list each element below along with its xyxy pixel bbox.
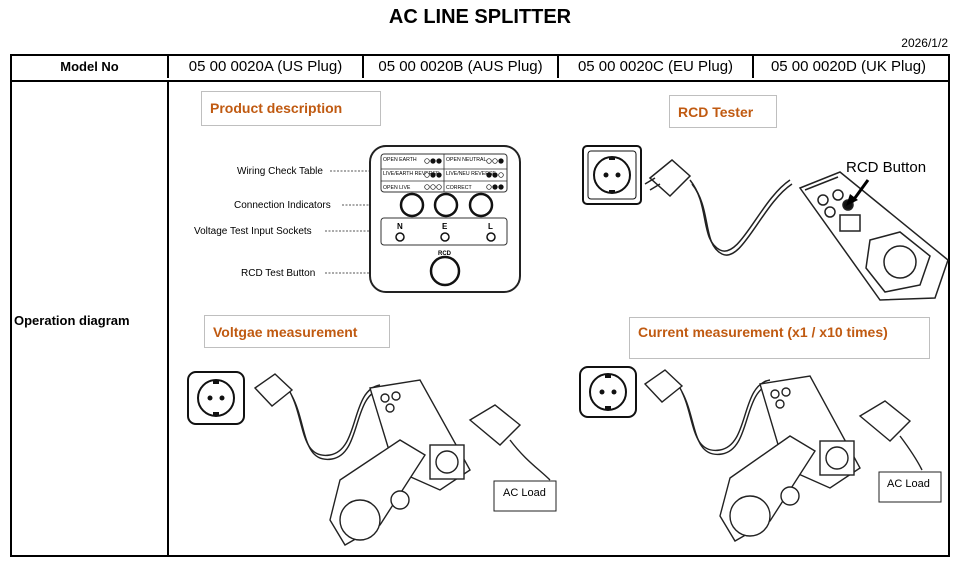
socket-n-label: N xyxy=(397,222,403,231)
voltage-ac-load-box xyxy=(493,480,557,512)
current-ac-load-box xyxy=(878,471,942,503)
column-divider xyxy=(167,80,169,557)
voltage-measurement-title: Voltgae measurement xyxy=(204,315,390,348)
socket-l-label: L xyxy=(488,222,493,231)
document-title: AC LINE SPLITTER xyxy=(388,6,572,28)
rcd-button-callout: RCD Button xyxy=(846,159,926,176)
rcd-arrow-head xyxy=(846,194,858,206)
rcd-tester-title: RCD Tester xyxy=(669,95,777,128)
panel-correct: CORRECT xyxy=(446,185,472,191)
model-us-plug: 05 00 0020A (US Plug) xyxy=(169,56,364,78)
current-socket-icon xyxy=(579,366,637,418)
current-measurement-drawing xyxy=(643,369,923,542)
voltage-measurement-drawing xyxy=(253,373,551,546)
model-uk-plug: 05 00 0020D (UK Plug) xyxy=(770,58,927,75)
tester-panel: OPEN EARTH OPEN NEUTRAL LIVE/EARTH REVER… xyxy=(369,145,521,293)
model-no-label: Model No xyxy=(12,56,169,78)
voltage-ac-load-label: AC Load xyxy=(503,487,546,499)
product-description-title: Product description xyxy=(201,91,381,126)
document-date: 2026/1/2 xyxy=(901,36,948,50)
rcd-label: RCD xyxy=(438,251,452,257)
spec-table: Model No 05 00 0020A (US Plug) 05 00 002… xyxy=(10,54,950,557)
rcd-button-graphic xyxy=(429,255,461,287)
current-ac-load-label: AC Load xyxy=(887,478,930,490)
connection-indicators-label: Connection Indicators xyxy=(234,200,331,211)
model-aus-plug: 05 00 0020B (AUS Plug) xyxy=(364,56,559,78)
panel-open-neutral: OPEN NEUTRAL xyxy=(446,157,486,163)
rcd-test-button-label: RCD Test Button xyxy=(241,268,316,279)
model-eu-plug: 05 00 0020C (EU Plug) xyxy=(559,56,754,78)
voltage-socket-icon xyxy=(187,371,245,425)
socket-e-label: E xyxy=(442,222,448,231)
panel-live-neu-reverse: LIVE/NEU REVERSE xyxy=(446,171,496,177)
eu-socket-icon xyxy=(582,145,642,205)
panel-open-live: OPEN LIVE xyxy=(383,185,411,191)
panel-live-earth-reverse: LIVE/EARTH REVERSE xyxy=(383,171,440,177)
rcd-tester-drawing xyxy=(644,159,949,301)
operation-diagram-label: Operation diagram xyxy=(14,313,130,328)
current-measurement-title: Current measurement (x1 / x10 times) xyxy=(629,317,930,359)
panel-open-earth: OPEN EARTH xyxy=(383,157,417,163)
wiring-check-table-label: Wiring Check Table xyxy=(237,166,323,177)
voltage-test-sockets-label: Voltage Test Input Sockets xyxy=(194,226,312,237)
model-header-row: Model No 05 00 0020A (US Plug) 05 00 002… xyxy=(12,56,948,82)
